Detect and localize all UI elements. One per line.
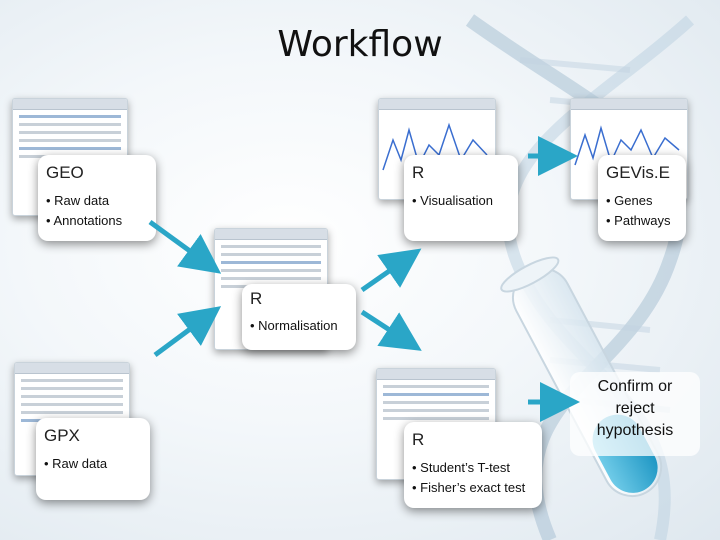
arrow-geo-to-normalisation: [148, 219, 222, 274]
confirm-hypothesis-box: Confirm or reject hypothesis: [570, 372, 700, 456]
confirm-text-line: reject: [615, 400, 655, 417]
r-visualisation-card-item: Visualisation: [412, 191, 493, 211]
r-visualisation-card-heading: R: [412, 163, 425, 182]
gevise-card: GEVis.E Genes Pathways: [598, 155, 686, 241]
r-tests-card-item: Fisher’s exact test: [412, 478, 525, 498]
gevise-card-heading: GEVis.E: [606, 163, 670, 182]
arrow-gpx-to-normalisation: [153, 306, 222, 358]
geo-card: GEO Raw data Annotations: [38, 155, 156, 241]
r-normalisation-card-item: Normalisation: [250, 316, 337, 336]
geo-card-heading: GEO: [46, 163, 84, 182]
confirm-text-line: Confirm or: [597, 378, 673, 395]
r-tests-card-heading: R: [412, 430, 425, 449]
slide-title: Workflow: [277, 24, 443, 65]
r-visualisation-card-list: Visualisation: [412, 191, 493, 211]
r-normalisation-card-heading: R: [250, 289, 263, 308]
arrow-normalisation-to-tests: [360, 309, 422, 351]
gpx-card: GPX Raw data: [36, 418, 150, 500]
r-tests-card: R Student’s T-test Fisher’s exact test: [404, 422, 542, 508]
r-normalisation-card: R Normalisation: [242, 284, 356, 350]
r-normalisation-card-list: Normalisation: [250, 316, 337, 336]
r-visualisation-card: R Visualisation: [404, 155, 518, 241]
arrow-normalisation-to-visualisation: [360, 248, 422, 293]
confirm-text-line: hypothesis: [596, 422, 674, 439]
gevise-card-item: Genes: [606, 191, 671, 211]
gpx-card-heading: GPX: [44, 426, 80, 445]
gpx-card-list: Raw data: [44, 454, 107, 474]
r-tests-card-item: Student’s T-test: [412, 458, 525, 478]
gevise-card-item: Pathways: [606, 211, 670, 231]
geo-card-item: Raw data: [46, 191, 122, 211]
gevise-card-list: Genes Pathways: [606, 191, 671, 231]
geo-card-list: Raw data Annotations: [46, 191, 122, 231]
geo-card-item: Annotations: [46, 211, 122, 231]
gpx-card-item: Raw data: [44, 454, 107, 474]
r-tests-card-list: Student’s T-test Fisher’s exact test: [412, 458, 525, 498]
